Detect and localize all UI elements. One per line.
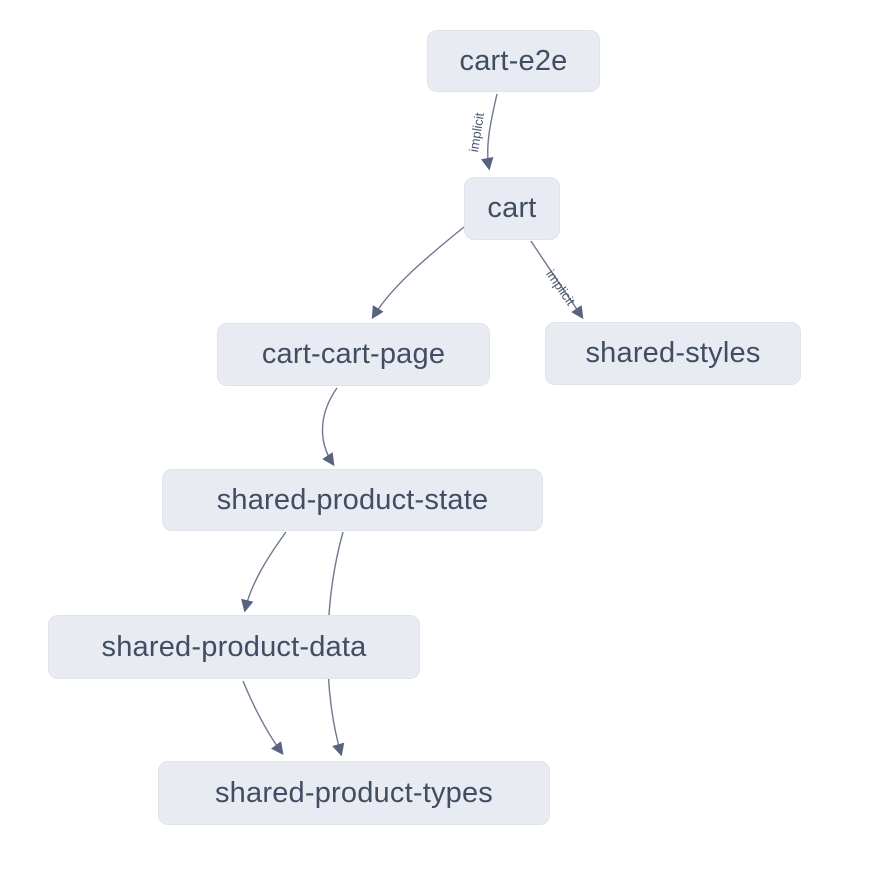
node-label: cart — [487, 192, 537, 224]
node-label: shared-product-data — [101, 630, 367, 663]
edge-cart-to-cart-cart-page — [371, 226, 465, 320]
edge-shared-product-state-to-shared-product-data — [241, 531, 287, 613]
node-label: cart-e2e — [459, 44, 568, 77]
edge-shared-product-data-to-shared-product-types — [242, 680, 284, 756]
edge-cart-to-shared-styles — [530, 240, 584, 320]
node-cart-cart-page[interactable]: cart-cart-page — [217, 323, 490, 386]
edge-cart-cart-page-to-shared-product-state — [321, 387, 338, 467]
node-label: shared-product-state — [216, 483, 489, 516]
node-shared-product-data[interactable]: shared-product-data — [48, 615, 420, 679]
edge-cart-e2e-to-cart — [481, 93, 498, 171]
node-shared-styles[interactable]: shared-styles — [545, 322, 801, 385]
edge-label-implicit-cart-e2e-cart: implicit — [466, 111, 487, 153]
node-cart-e2e[interactable]: cart-e2e — [427, 30, 600, 92]
node-shared-product-state[interactable]: shared-product-state — [162, 469, 543, 531]
node-label: shared-styles — [585, 337, 761, 369]
edge-label-implicit-cart-shared-styles: implicit — [543, 267, 578, 308]
node-label: cart-cart-page — [261, 338, 446, 370]
node-label: shared-product-types — [214, 776, 494, 809]
node-cart[interactable]: cart — [464, 177, 560, 240]
node-shared-product-types[interactable]: shared-product-types — [158, 761, 550, 825]
